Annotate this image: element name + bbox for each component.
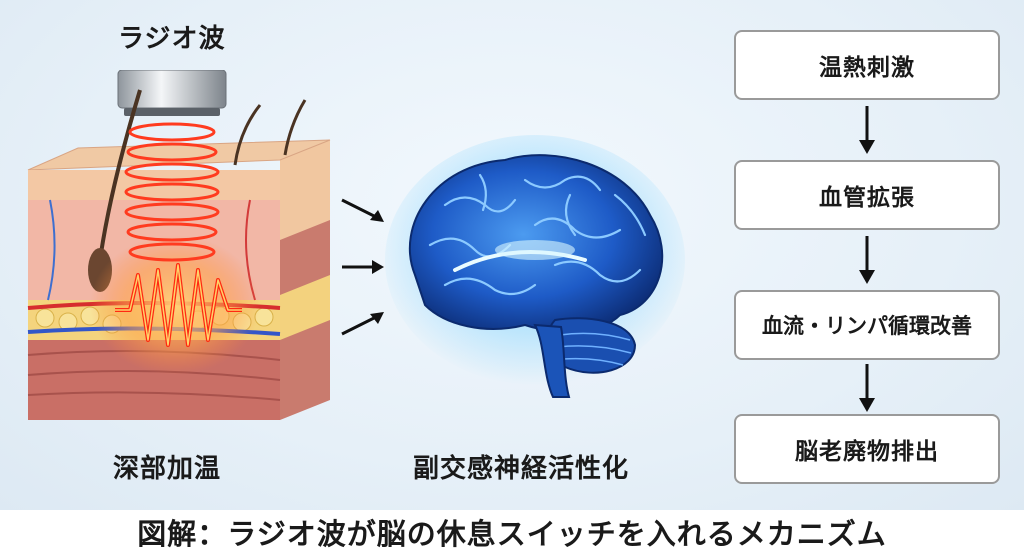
deep-heating-label: 深部加温: [113, 454, 222, 484]
skin-cross-section-icon: [27, 70, 331, 420]
parasympathetic-label: 副交感神経活性化: [413, 454, 630, 484]
arrow-down-icon: [859, 106, 875, 154]
flow-step-vasodilation: 血管拡張: [734, 160, 1000, 230]
arrow-right-icon: [342, 260, 384, 274]
arrow-right-icon: [341, 312, 384, 336]
arrow-down-icon: [859, 364, 875, 412]
arrow-right-icon: [341, 198, 384, 222]
flow-step-brain-waste-removal: 脳老廃物排出: [734, 414, 1000, 484]
flow-step-heat-stimulus: 温熱刺激: [734, 30, 1000, 100]
brain-icon: [385, 135, 685, 398]
arrow-down-icon: [859, 236, 875, 284]
radio-wave-label: ラジオ波: [118, 24, 226, 54]
flow-step-circulation: 血流・リンパ循環改善: [734, 290, 1000, 360]
diagram-caption: 図解：ラジオ波が脳の休息スイッチを入れるメカニズム: [0, 510, 1024, 559]
